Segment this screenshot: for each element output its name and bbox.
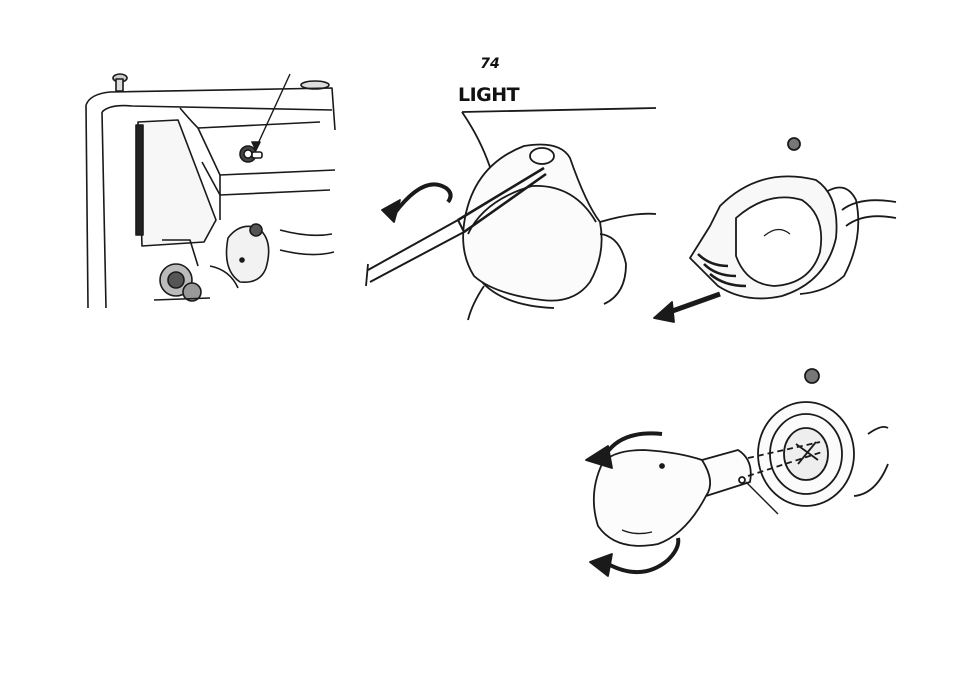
machine-head-figure — [80, 70, 340, 312]
section-title: LIGHT — [458, 84, 519, 106]
sewing-machine-head-illustration — [80, 70, 340, 312]
screwdriver-rotate-illustration — [364, 104, 660, 322]
remove-cover-screw-figure — [364, 104, 660, 322]
pull-arrow-illustration — [650, 126, 906, 326]
replace-bulb-figure — [582, 364, 894, 586]
pull-cover-figure — [650, 126, 906, 326]
page-number: 74 — [476, 56, 504, 72]
bulb-twist-illustration — [582, 364, 894, 586]
